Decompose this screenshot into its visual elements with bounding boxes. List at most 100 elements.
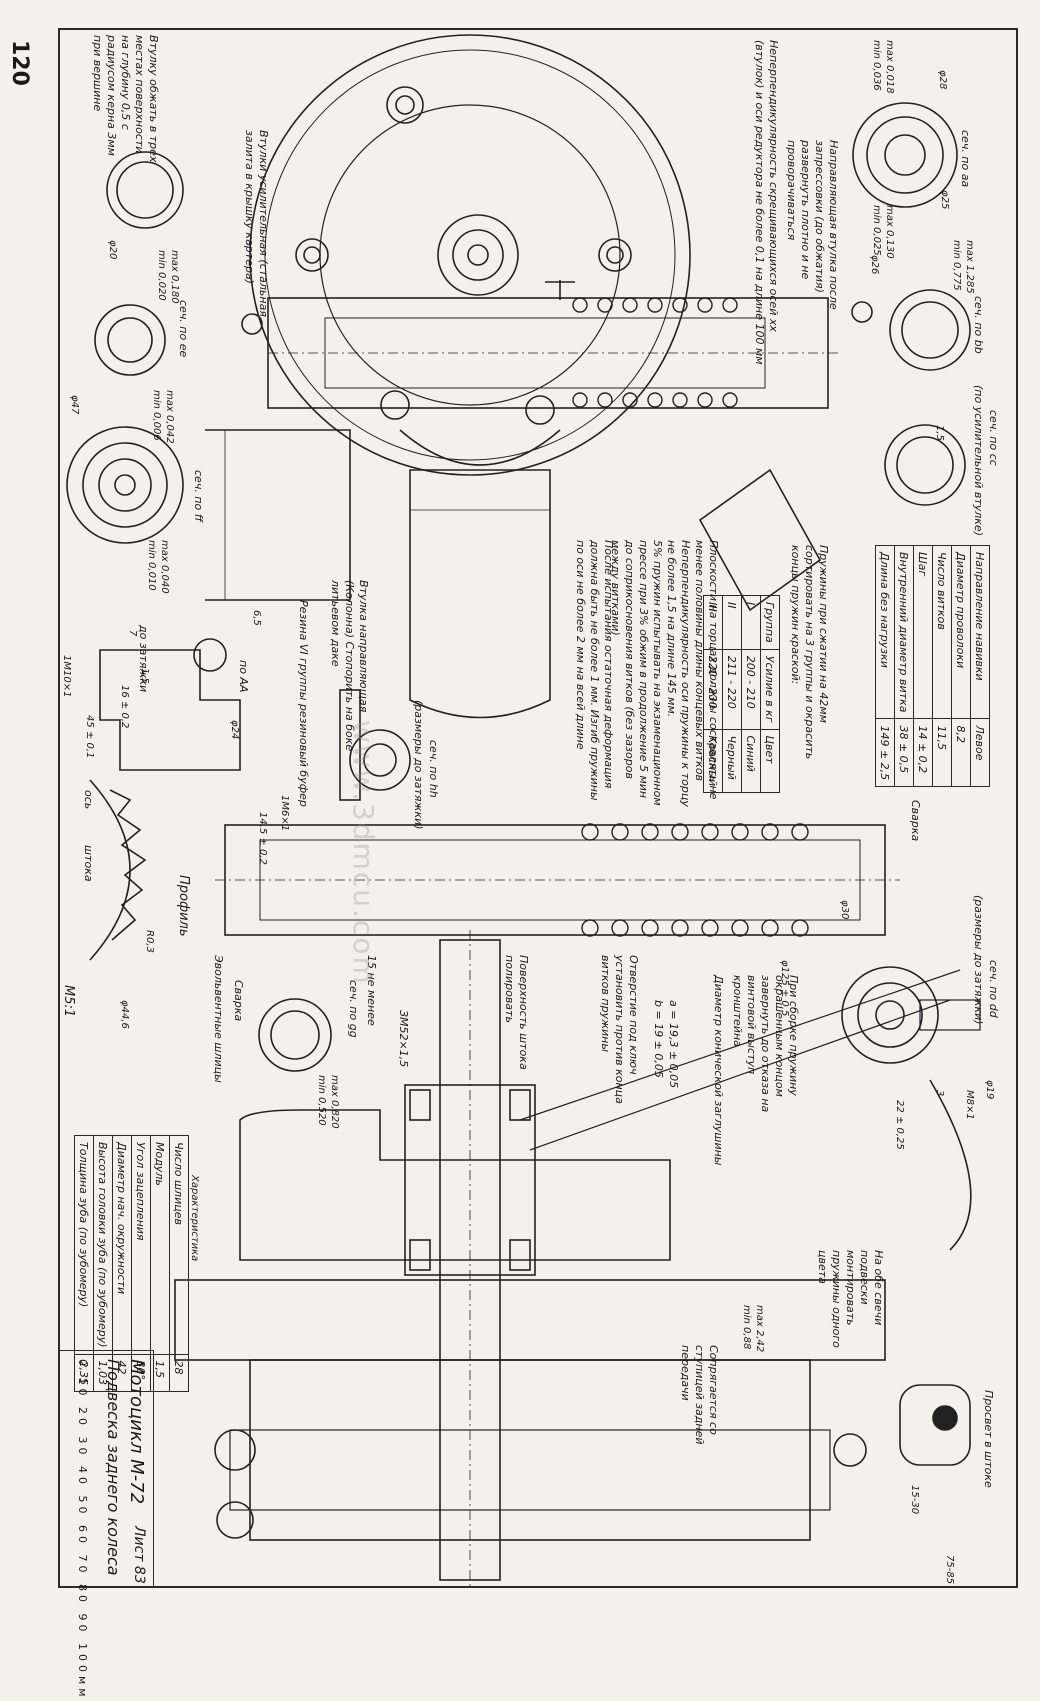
rubber-boot <box>399 429 561 719</box>
frame-bracket <box>239 969 972 1261</box>
dim-min0010: min 0,010 <box>146 540 157 591</box>
section-hh <box>349 729 411 791</box>
dim-d16: 16 ± 0,2 <box>119 685 130 729</box>
dim-d7: 7 <box>127 630 138 637</box>
dim-d1m10: 1M10×1 <box>61 655 72 698</box>
note-rod-surface: Поверхность штока полировать <box>503 955 530 1070</box>
label-section-bb: сеч. по bb <box>972 296 985 354</box>
dim-d30: φ30 <box>839 900 850 920</box>
label-rod: штока <box>82 845 95 882</box>
dim-d75-85: 75-85 <box>944 1555 955 1585</box>
watermark: www.3dmcu.com <box>347 720 380 986</box>
label-section-ff: сеч. по ff <box>192 470 205 522</box>
scale-bar: 0 10 20 30 40 50 60 70 80 90 100мм <box>76 1359 89 1701</box>
drawing-subtitle: Подвеска заднего колеса <box>104 1359 123 1576</box>
dim-min0025: min 0,025 <box>871 205 882 256</box>
dim-d1m6: 1M6×1 <box>279 795 290 832</box>
technical-drawing <box>66 34 981 1590</box>
detail-aa <box>99 638 241 771</box>
section-aa <box>852 102 958 208</box>
note-thread: ЗМ52×1,5 <box>397 1010 410 1068</box>
label-section-ee: сеч. по ee <box>177 300 190 358</box>
dim-min0520: min 0,520 <box>316 1075 327 1126</box>
label-profile-scale: M5:1 <box>61 985 76 1018</box>
dim-max0042: max 0,042 <box>164 390 175 444</box>
spline-table-title: Характеристика <box>189 1175 200 1262</box>
note-rubber: Резина VI группы резиновый буфер <box>297 600 310 807</box>
dim-max0130: max 0,130 <box>884 205 895 259</box>
dim-d15: 1,5 <box>139 668 150 684</box>
dim-m8: M8×1 <box>964 1090 975 1120</box>
dim-d44-6: φ44,6 <box>119 1000 130 1029</box>
dim-d19: φ19 <box>984 1080 995 1100</box>
upper-suspension-tube <box>267 280 840 409</box>
label-dd-note: (размеры до затяжки) <box>972 895 985 1025</box>
note-spring-surfaces: Плоскости на торцах должны составлять не… <box>693 540 720 800</box>
dim-min0775: min 0,775 <box>951 240 962 291</box>
label-by-aa: по AA <box>237 660 250 693</box>
note-springs-same: На обе свечи подвески монтировать пружин… <box>816 1250 885 1348</box>
note-spring-residual: После испытания остаточная деформация до… <box>574 540 615 801</box>
dim-d14-5: 14,5 ± 0,2 <box>257 812 268 865</box>
dim-min0006: min 0,006 <box>151 390 162 441</box>
note-gap-check: Просвет в штоке <box>982 1390 995 1488</box>
spline-profile <box>89 779 147 961</box>
gearbox-cover <box>241 34 873 476</box>
dim-d20: φ20 <box>107 240 118 260</box>
note-spring-ends: Отверстие под ключ установить против кон… <box>599 955 640 1104</box>
dim-d15-30: 15-30 <box>909 1485 920 1515</box>
dim-d28: φ28 <box>937 70 948 90</box>
dim-d125: φ125 ± 0,5 <box>779 960 790 1017</box>
dim-max0018: max 0,018 <box>884 40 895 94</box>
section-ff <box>66 426 184 544</box>
section-bb <box>889 289 971 371</box>
rod-spring <box>581 823 809 937</box>
upper-spring <box>572 297 738 408</box>
dim-min088: min 0,88 <box>741 1305 752 1350</box>
dim-r03: R0,3 <box>144 930 155 953</box>
note-cone-a: a = 19,3 ± 0,05 <box>667 1000 680 1089</box>
sheet-number: Лист 83 <box>131 1526 147 1584</box>
dim-max0180: max 0,180 <box>169 250 180 304</box>
note-welding-2: Сварка <box>232 980 245 1022</box>
lower-plate <box>174 1279 971 1541</box>
dim-d24: φ24 <box>229 720 240 740</box>
label-section-aa: сеч. по аа <box>959 130 972 188</box>
dim-d3: 3 <box>934 1090 945 1097</box>
drawing-sheet: 120 <box>7 28 1018 1701</box>
dim-d45: 45 ± 0,1 <box>84 715 95 759</box>
note-bushing-top: Втулки усилительная (стальная, залита в … <box>243 130 270 321</box>
note-spring-nonperp: Неперпендикулярность оси пружины к торцу… <box>665 540 692 807</box>
bolt-detail <box>339 689 361 801</box>
drawing-title: Мотоцикл М-72 <box>126 1359 147 1505</box>
dim-min0020: min 0,020 <box>156 250 167 301</box>
dim-max0040: max 0,040 <box>159 540 170 594</box>
note-nonperpendicularity: Неперпендикулярность скрещивающихся осей… <box>753 40 780 365</box>
title-block: Мотоцикл М-72 Подвеска заднего колеса Ли… <box>58 1350 154 1701</box>
label-axis: ось <box>82 790 95 810</box>
note-spring-test: 5% пружин испытывать на экзаменационном … <box>609 540 664 806</box>
section-ring-left <box>106 151 184 229</box>
note-spring-sort: Пружины при сжатии на 42мм сортировать н… <box>789 545 830 760</box>
label-profile: Профиль <box>176 875 191 937</box>
section-gg <box>258 998 332 1072</box>
dim-max0820: max 0,820 <box>329 1075 340 1129</box>
note-sleeve-reinforce: Втулку обжать в трех местах поверхности … <box>91 35 160 163</box>
label-hh-note: (размеры до затяжки) <box>412 700 425 830</box>
label-section-dd: сеч. по dd <box>987 960 1000 1018</box>
shock-rod <box>215 824 900 936</box>
frame-pipe <box>205 429 351 601</box>
dim-d1-5: 1,5 <box>934 425 945 441</box>
note-cone-diameter: Диаметр конической заглушины <box>712 975 725 1166</box>
section-dd <box>841 966 981 1064</box>
dim-d65: 6,5 <box>251 610 262 626</box>
note-hub: Сопрягается со ступицей задней передачи <box>679 1345 720 1445</box>
